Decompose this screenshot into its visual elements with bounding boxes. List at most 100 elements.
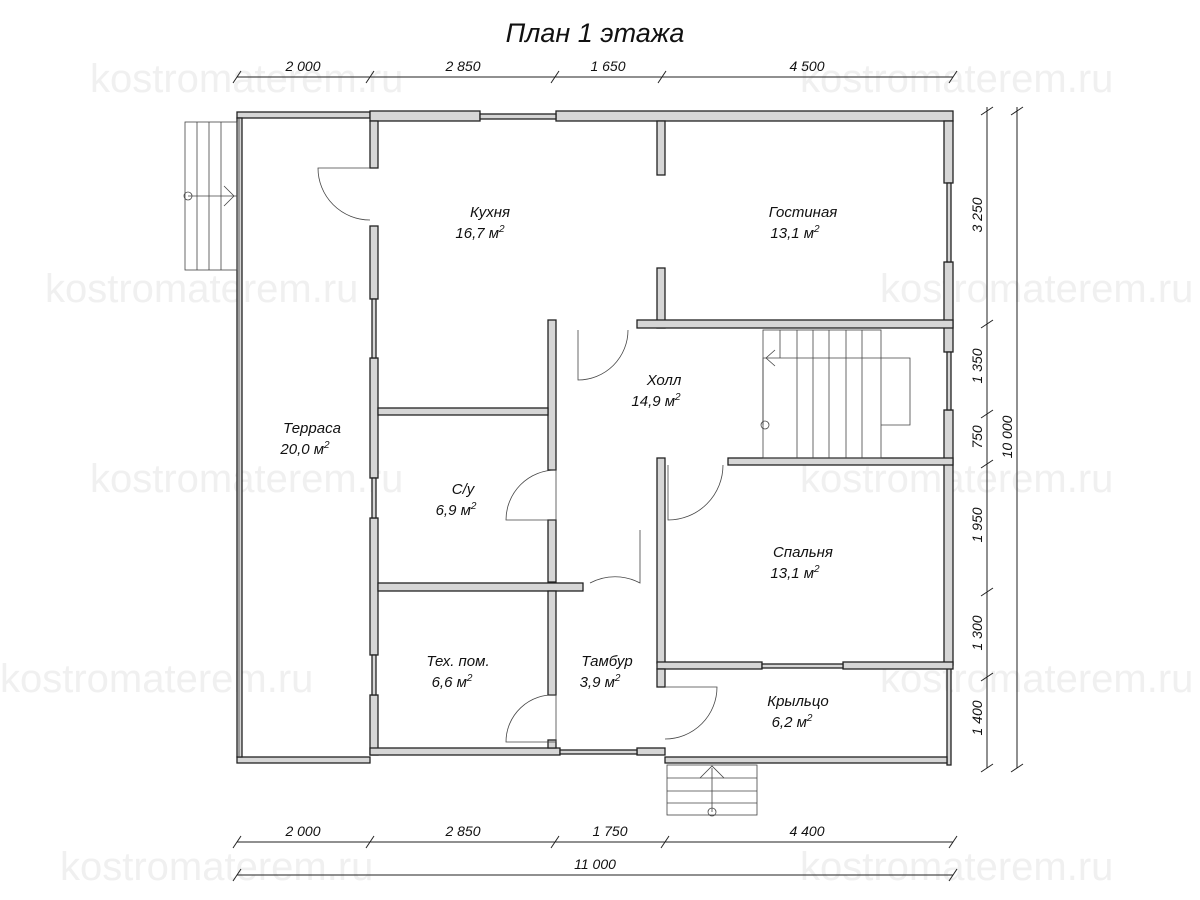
plan-line: [762, 357, 911, 426]
plan-line: [232, 70, 958, 84]
plan-line: [369, 225, 379, 300]
label: 13,1 м: [770, 225, 814, 242]
plan-line: [371, 477, 377, 519]
label: 6,2 м: [772, 714, 807, 731]
plan-line: [479, 113, 557, 120]
dim-label: 2 000: [284, 823, 320, 839]
plan-line: [636, 747, 666, 756]
dim-total-height: 10 000: [999, 415, 1015, 458]
dim-total-width: 11 000: [574, 856, 616, 872]
plan-line: [656, 457, 666, 664]
dimension-top: 2 000 2 850 1 650 4 500: [232, 58, 958, 84]
plan-line: [369, 694, 379, 756]
plan-line: [547, 739, 557, 749]
label: 16,7 м2: [455, 224, 505, 242]
dimension-right: 3 250 1 350 750 1 950 1 300 1 400 10 000: [969, 106, 1024, 773]
plan-line: [377, 582, 584, 592]
plan-line: [505, 469, 557, 521]
label: 2: [806, 713, 813, 724]
label: Крыльцо: [767, 693, 829, 710]
label: 6,2 м2: [772, 713, 813, 731]
label: 2: [323, 440, 330, 451]
plan-line: [547, 519, 557, 583]
watermarks: kostromaterem.ru kostromaterem.ru kostro…: [0, 57, 1193, 889]
label: Терраса: [283, 420, 341, 437]
plan-line: [980, 459, 994, 469]
label: 3,9 м: [580, 674, 615, 691]
plan-line: [550, 835, 560, 849]
label: 14,9 м: [631, 393, 675, 410]
room-hall: Холл 14,9 м2: [631, 372, 681, 410]
plan-line: [369, 120, 379, 169]
plan-line: [664, 686, 718, 740]
watermark: kostromaterem.ru: [0, 657, 313, 701]
label: 20,0 м: [279, 441, 324, 458]
room-vestibule: Тамбур 3,9 м2: [580, 653, 633, 691]
dimension-bottom: 2 000 2 850 1 750 4 400 11 000: [232, 823, 958, 882]
plan-line: [943, 409, 954, 666]
plan-title: План 1 этажа: [506, 18, 685, 48]
label: 13,1 м2: [770, 224, 820, 242]
watermark: kostromaterem.ru: [800, 57, 1113, 101]
dim-label: 1 300: [969, 615, 985, 650]
dim-label: 2 000: [284, 58, 320, 74]
label: 2: [466, 673, 473, 684]
label: 2: [614, 673, 621, 684]
plan-line: [664, 756, 948, 764]
plan-line: [727, 457, 954, 466]
plan-line: [943, 261, 954, 353]
room-terrace: Терраса 20,0 м2: [279, 420, 341, 458]
plan-line: [236, 111, 371, 119]
terrace-railing: [236, 111, 371, 764]
label: Тех. пом.: [426, 653, 489, 670]
plan-line: [555, 110, 954, 122]
room-kitchen: Кухня 16,7 м2: [455, 204, 510, 242]
plan-line: [232, 70, 242, 84]
watermark: kostromaterem.ru: [90, 57, 403, 101]
dim-label: 2 850: [444, 58, 480, 74]
plan-line: [369, 357, 379, 479]
label: 6,6 м2: [432, 673, 473, 691]
plan-line: [980, 409, 994, 419]
plan-line: [547, 319, 557, 471]
room-bedroom: Спальня 13,1 м2: [770, 544, 833, 582]
label: Тамбур: [581, 653, 632, 670]
room-living: Гостиная 13,1 м2: [769, 204, 838, 242]
plan-line: [656, 267, 666, 329]
plan-line: [377, 407, 549, 416]
plan-line: [232, 868, 958, 882]
dim-label: 4 400: [789, 823, 824, 839]
watermark: kostromaterem.ru: [45, 267, 358, 311]
dim-label: 750: [969, 425, 985, 449]
plan-line: [946, 351, 952, 411]
plan-line: [765, 349, 776, 367]
porch-stair: [666, 764, 758, 817]
label: Спальня: [773, 544, 833, 561]
label: 20,0 м2: [279, 440, 330, 458]
label: 2: [813, 564, 820, 575]
terrace-stair: [183, 121, 238, 271]
plan-line: [980, 106, 994, 773]
plan-line: [369, 517, 379, 656]
label: Кухня: [470, 204, 510, 221]
plan-line: [589, 530, 641, 584]
plan-line: [842, 661, 954, 670]
dim-label: 1 350: [969, 348, 985, 383]
plan-line: [980, 319, 994, 329]
plan-line: [980, 672, 994, 682]
label: 14,9 м2: [631, 392, 681, 410]
plan-line: [946, 664, 952, 766]
label: 2: [674, 392, 681, 403]
plan-line: [943, 120, 954, 184]
label: Гостиная: [769, 204, 838, 221]
plan-line: [657, 70, 667, 84]
plan-line: [656, 668, 666, 688]
label: 13,1 м: [770, 565, 814, 582]
plan-line: [365, 70, 375, 84]
label: Холл: [646, 372, 682, 389]
plan-line: [232, 835, 958, 849]
label: 6,9 м: [436, 502, 471, 519]
label: 16,7 м: [455, 225, 499, 242]
plan-line: [760, 420, 770, 430]
plan-line: [761, 663, 844, 669]
